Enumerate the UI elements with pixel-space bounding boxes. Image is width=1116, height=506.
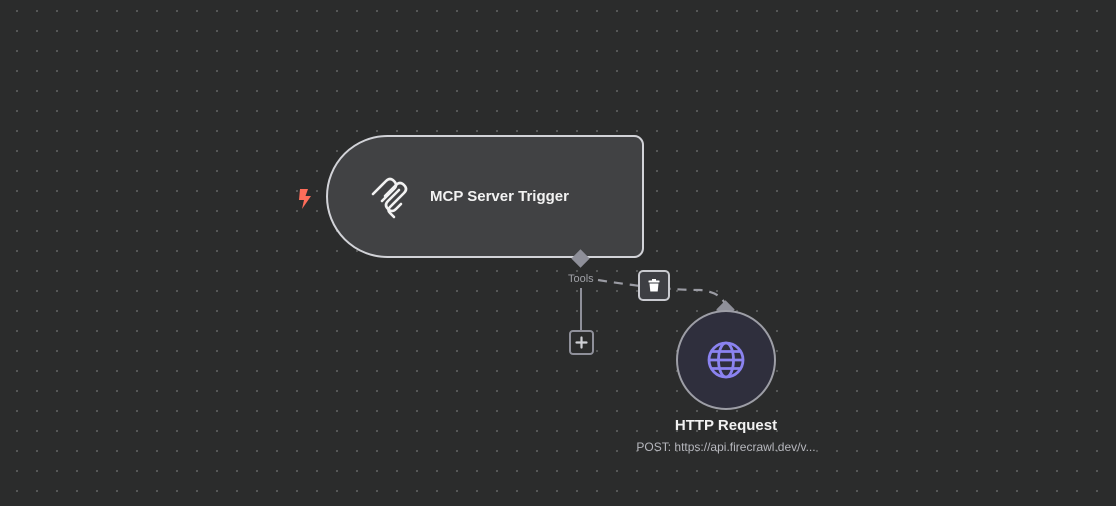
delete-connection-button[interactable] [638,270,670,301]
plus-icon [575,336,588,349]
mcp-server-trigger-node[interactable] [326,135,644,258]
mcp-logo-icon [371,177,408,219]
trash-icon [648,279,660,292]
http-node-subtitle: POST: https://api.firecrawl.dev/v... [636,440,816,454]
tools-output-label: Tools [568,273,594,285]
globe-icon [707,341,745,379]
lightning-bolt-icon [299,189,311,209]
http-node-title: HTTP Request [674,417,778,434]
trigger-node-title: MCP Server Trigger [430,188,569,205]
http-request-node[interactable] [676,310,776,410]
add-tool-button[interactable] [569,330,594,355]
